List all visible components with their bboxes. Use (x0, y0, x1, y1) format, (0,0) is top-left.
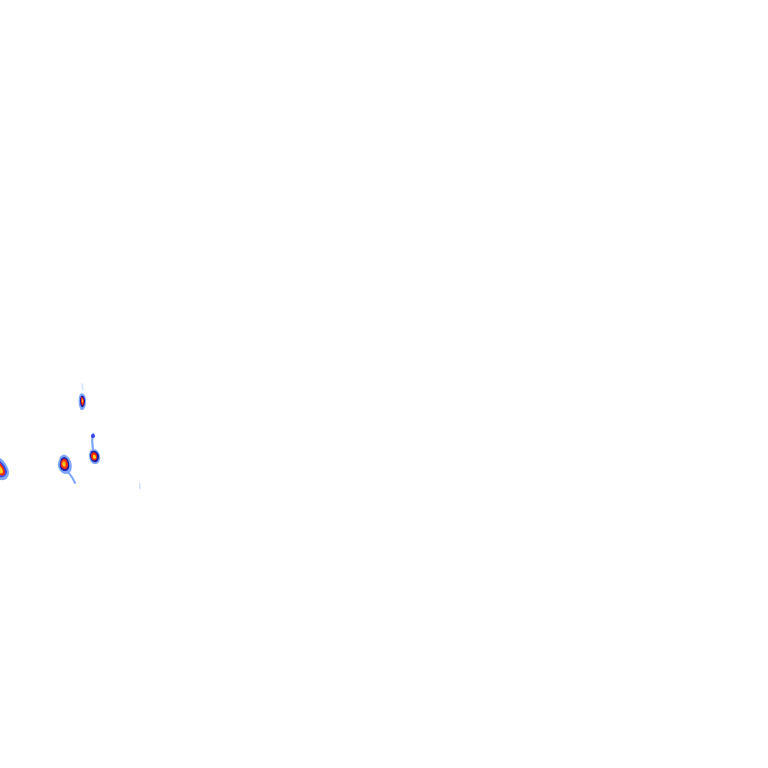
echo-cell-north-core (82, 399, 83, 403)
echo-cell-center (57, 454, 76, 484)
echo-cell-west-core (0, 466, 3, 474)
echo-cell-west (0, 458, 9, 481)
echo-cell-north (78, 383, 86, 411)
echo-cell-east (89, 432, 101, 465)
echo-trace-speck (139, 483, 141, 489)
echo-cell-east-tail-tip (91, 434, 95, 438)
echo-cell-east-core (93, 454, 96, 459)
echo-cell-center-core (63, 462, 65, 466)
echo-cell-north-trace (81, 383, 84, 391)
